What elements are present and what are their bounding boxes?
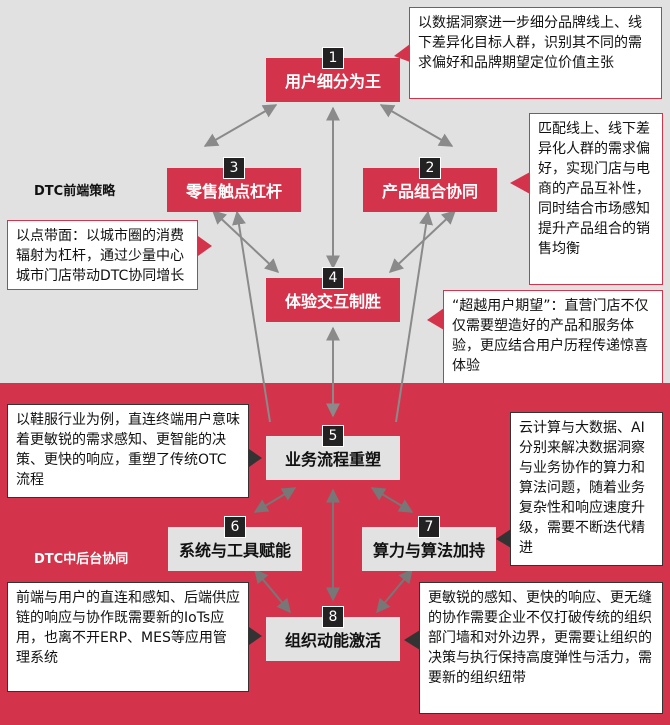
- back-section-label: DTC中后台协同: [34, 552, 129, 567]
- node-3-number: 3: [223, 157, 245, 179]
- callout-user-segmentation: 以数据洞察进一步细分品牌线上、线下差异化目标人群，识别其不同的需求偏好和品牌期望…: [409, 7, 662, 99]
- callout-systems-tools: 前端与用户的直连和感知、后端供应链的响应与协作既需要新的IoTs应用，也离不开E…: [7, 582, 249, 692]
- link-7-8: [376, 568, 413, 614]
- node-business-process-reshaping: 业务流程重塑: [266, 436, 400, 480]
- node-1-label: 用户细分为王: [284, 72, 381, 91]
- link-1-2: [379, 104, 454, 147]
- callout-8-pointer: [404, 630, 420, 650]
- node-4-label: 体验交互制胜: [284, 292, 381, 311]
- node-2-label: 产品组合协同: [381, 182, 478, 201]
- node-3-label: 零售触点杠杆: [185, 182, 282, 201]
- node-2-number: 2: [419, 157, 441, 179]
- callout-2-pointer: [510, 172, 530, 194]
- callout-compute-algorithm: 云计算与大数据、AI分别来解决数据洞察与业务协作的算力和算法问题，随着业务复杂性…: [510, 412, 663, 566]
- link-3-4: [211, 210, 280, 273]
- callout-4-pointer: [427, 308, 444, 330]
- node-7-label: 算力与算法加持: [372, 541, 485, 560]
- callout-business-process: 以鞋服行业为例，直连终端用户意味着更敏锐的需求感知、更智能的决策、更快的响应，重…: [7, 404, 249, 498]
- link-1-3: [203, 104, 278, 147]
- node-1-number: 1: [322, 47, 344, 69]
- link-3-5: [232, 210, 271, 423]
- node-5-label: 业务流程重塑: [284, 450, 381, 469]
- node-6-number: 6: [224, 516, 246, 538]
- callout-1-pointer: [394, 44, 410, 62]
- callout-7-pointer: [496, 529, 511, 548]
- callout-5-pointer: [249, 449, 262, 467]
- node-8-number: 8: [322, 606, 344, 628]
- callout-retail-touchpoint: 以点带面：以城市圈的消费辐射为杠杆，通过少量中心城市门店带动DTC协同增长: [7, 220, 198, 290]
- callout-3-pointer: [198, 236, 212, 256]
- front-section-label: DTC前端策略: [34, 184, 116, 199]
- node-8-label: 组织动能激活: [284, 631, 381, 650]
- link-2-5: [395, 210, 434, 423]
- callout-experience-interaction: “超越用户期望”：直营门店不仅仅需要塑造好的产品和服务体验，更应结合用户历程传递…: [443, 290, 663, 384]
- callout-product-portfolio: 匹配线上、线下差异化人群的需求偏好，实现门店与电商的产品互补性，同时结合市场感知…: [529, 113, 663, 285]
- node-7-number: 7: [418, 516, 440, 538]
- node-experience-interaction: 体验交互制胜: [266, 278, 400, 322]
- link-5-6: [253, 487, 297, 513]
- link-6-8: [254, 568, 291, 614]
- callout-6-pointer: [249, 627, 262, 645]
- link-5-7: [370, 487, 414, 513]
- callout-organizational-momentum: 更敏锐的感知、更快的响应、更无缝的协作需要企业不仅打破传统的组织部门墙和对外边界…: [419, 582, 663, 714]
- node-6-label: 系统与工具赋能: [178, 541, 291, 560]
- node-5-number: 5: [322, 425, 344, 447]
- node-4-number: 4: [322, 267, 344, 289]
